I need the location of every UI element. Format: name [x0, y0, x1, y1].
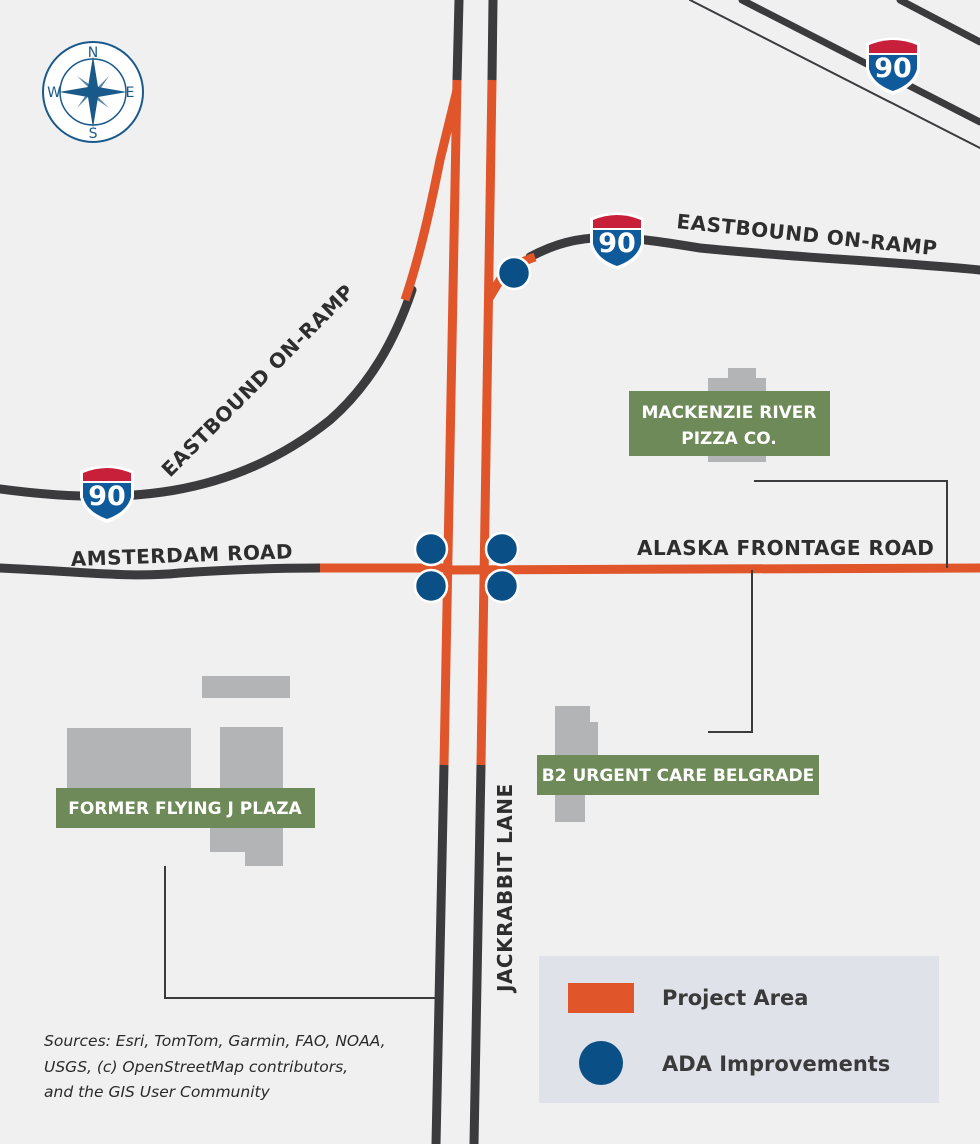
compass-west: W — [47, 85, 61, 101]
road-label-alaska-frontage-road: ALASKA FRONTAGE ROAD — [637, 536, 934, 560]
legend-ada-swatch — [579, 1041, 623, 1085]
legend-ada-label: ADA Improvements — [662, 1052, 890, 1076]
mackenzie-leader — [754, 480, 948, 568]
eastbound-on-ramp-east — [525, 233, 980, 275]
interstate-number: 90 — [874, 53, 912, 84]
ada-marker — [413, 568, 449, 604]
sources-line-2: USGS, (c) OpenStreetMap contributors, — [44, 1058, 348, 1076]
flying-j-label: FORMER FLYING J PLAZA — [68, 799, 302, 819]
interstate-shield-on-ramp-east: 90 — [590, 212, 644, 270]
interstate-number: 90 — [598, 228, 636, 259]
jackrabbit-lane-west-north — [452, 0, 464, 85]
legend: Project Area ADA Improvements — [539, 956, 939, 1103]
compass-rose: N S E W — [42, 41, 144, 143]
ada-marker — [484, 568, 520, 604]
urgent-care-leader — [708, 570, 753, 733]
interstate-shield-on-ramp-west: 90 — [80, 465, 134, 523]
interstate-90-mainline — [689, 0, 980, 149]
leader-lines — [164, 480, 948, 999]
jackrabbit-lane-east-north — [487, 0, 498, 85]
compass-south: S — [89, 126, 98, 142]
interstate-shield-top-right: 90 — [866, 37, 920, 95]
jackrabbit-lane-east-south — [469, 760, 486, 1144]
road-label-jackrabbit-lane: JACKRABBIT LANE — [493, 783, 517, 994]
jackrabbit-lane-west-south — [431, 760, 449, 1144]
mackenzie-label-line2: PIZZA CO. — [681, 429, 777, 449]
amsterdam-road — [0, 563, 325, 580]
project-alaska-frontage-road — [443, 563, 980, 575]
building-small — [202, 676, 290, 698]
flying-j-label-box — [56, 788, 315, 828]
building-left — [67, 728, 191, 788]
compass-diagonal-star — [77, 76, 109, 108]
urgent-care-label: B2 URGENT CARE BELGRADE — [542, 766, 815, 786]
flying-j-leader — [164, 866, 440, 999]
sources-line-3: and the GIS User Community — [44, 1083, 271, 1101]
compass-north: N — [88, 45, 98, 61]
compass-east: E — [126, 85, 135, 101]
ada-marker — [484, 531, 520, 567]
legend-project-area-label: Project Area — [662, 986, 808, 1010]
mackenzie-label-line1: MACKENZIE RIVER — [641, 403, 816, 423]
mackenzie-label-box — [629, 391, 830, 456]
project-on-ramp-west — [400, 88, 462, 302]
ada-marker — [413, 531, 449, 567]
ada-markers — [413, 255, 532, 604]
ada-marker — [496, 255, 532, 291]
interstate-number: 90 — [88, 481, 126, 512]
project-jackrabbit-west — [439, 79, 462, 766]
sources-line-1: Sources: Esri, TomTom, Garmin, FAO, NOAA… — [44, 1032, 386, 1050]
urgent-care-label-box — [537, 755, 819, 795]
project-jackrabbit-east — [476, 79, 497, 766]
legend-project-area-swatch — [568, 983, 634, 1013]
